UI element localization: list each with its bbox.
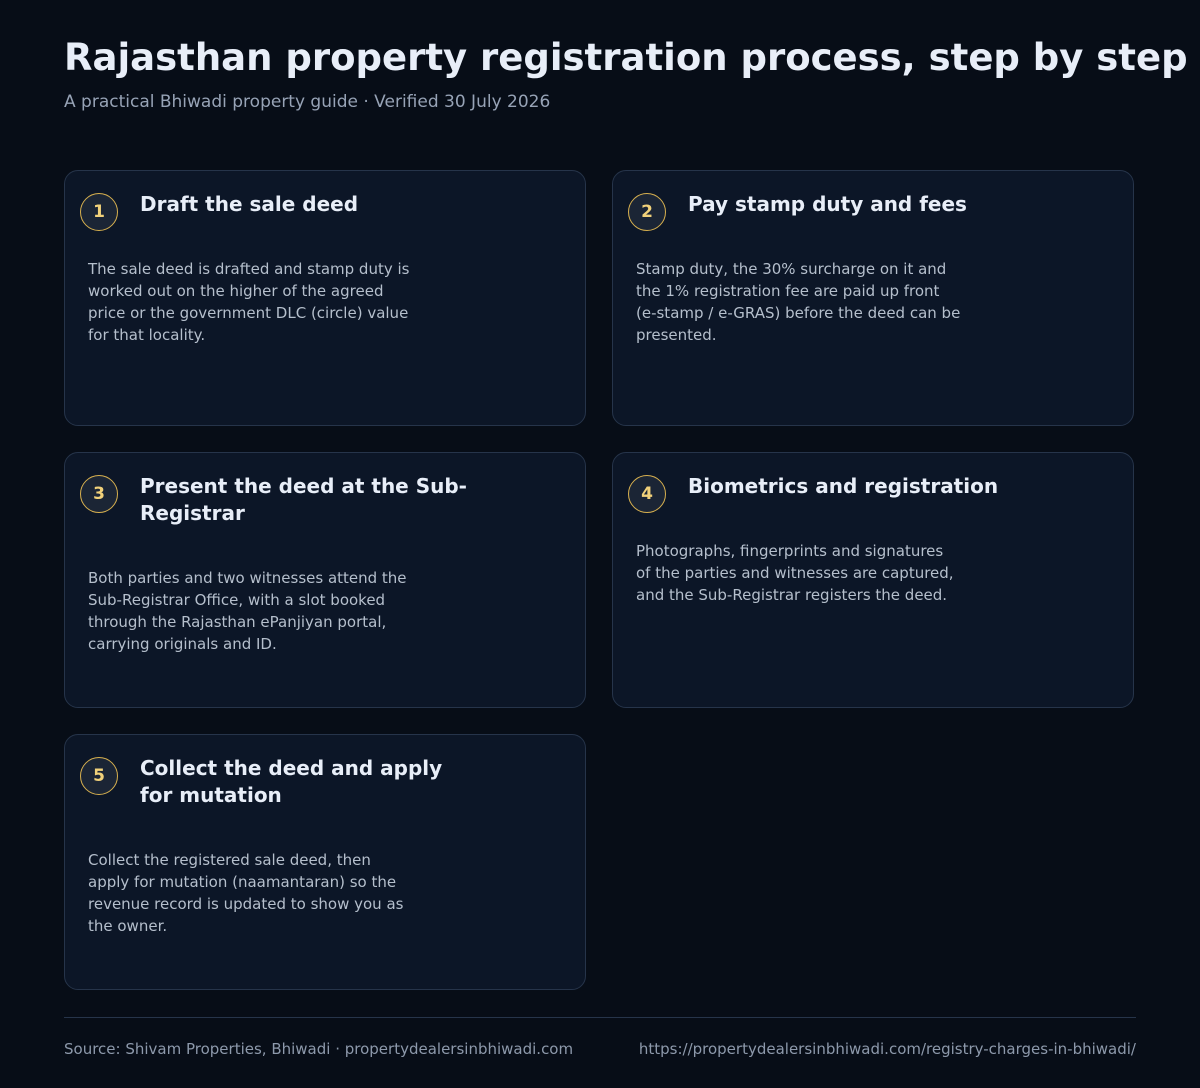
step-card-3: 3 Present the deed at the Sub-Registrar … (64, 452, 586, 708)
step-description: Photographs, fingerprints and signatures… (636, 542, 954, 604)
step-description: Both parties and two witnesses attend th… (88, 569, 407, 653)
step-card-5: 5 Collect the deed and apply for mutatio… (64, 734, 586, 990)
step-title: Draft the sale deed (140, 192, 359, 216)
step-card-1: 1 Draft the sale deed The sale deed is d… (64, 170, 586, 426)
page-title: Rajasthan property registration process,… (64, 36, 1188, 79)
step-description: Collect the registered sale deed, then a… (88, 851, 404, 935)
step-title: Collect the deed and apply for mutation (140, 756, 443, 807)
step-number-badge: 2 (628, 193, 666, 231)
footer-url-link[interactable]: https://propertydealersinbhiwadi.com/reg… (638, 1040, 1136, 1058)
step-title: Pay stamp duty and fees (688, 192, 967, 216)
step-card-4: 4 Biometrics and registration Photograph… (612, 452, 1134, 708)
step-number-badge: 3 (80, 475, 118, 513)
step-number-badge: 5 (80, 757, 118, 795)
step-card-2: 2 Pay stamp duty and fees Stamp duty, th… (612, 170, 1134, 426)
step-description: Stamp duty, the 30% surcharge on it and … (636, 260, 961, 344)
step-number-badge: 1 (80, 193, 118, 231)
step-number-badge: 4 (628, 475, 666, 513)
footer-divider (64, 1017, 1136, 1018)
step-title: Biometrics and registration (688, 474, 999, 498)
page-subtitle: A practical Bhiwadi property guide · Ver… (64, 92, 551, 112)
step-title: Present the deed at the Sub-Registrar (140, 474, 467, 525)
step-description: The sale deed is drafted and stamp duty … (88, 260, 410, 344)
footer-source: Source: Shivam Properties, Bhiwadi · pro… (64, 1040, 574, 1058)
